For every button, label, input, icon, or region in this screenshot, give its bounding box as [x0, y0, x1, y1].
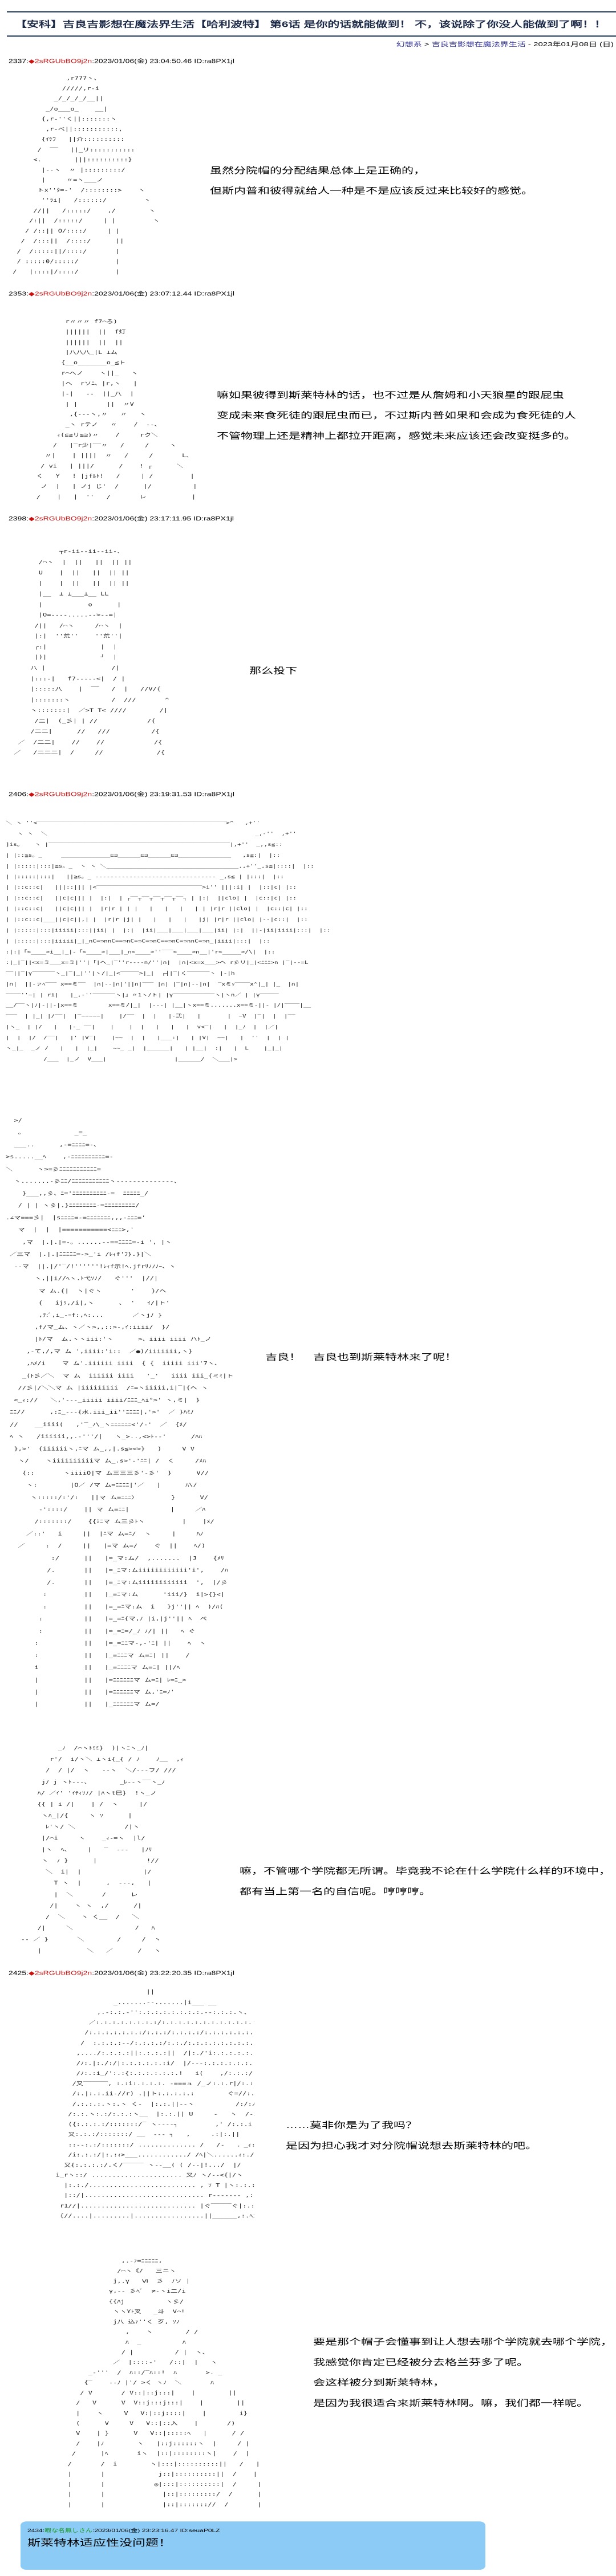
dialogue-text: 吉良！ 吉良也到斯莱特林来了呢！: [265, 1347, 457, 1368]
reader-reply-box: 2434:暇な名無しさん:2023/01/06(金) 23:23:16.47 I…: [21, 2521, 485, 2570]
reply-meta: :2023/01/06(金) 23:23:16.47 ID:seuaP0LZ: [92, 2528, 220, 2534]
post-meta: :2023/01/06(金) 23:22:20.35 ID:ra8PX1jl: [92, 1969, 235, 1976]
breadcrumb: 幻想系 > 吉良吉影想在魔法界生活 - 2023年01月08日 (日): [396, 40, 614, 48]
ascii-art-girl: || _.......‐‐.......|i___ __ ,.‐:.:.‐'':…: [55, 1989, 254, 2219]
reply-text: 斯莱特林适应性没问题！: [27, 2537, 172, 2548]
post-header: 2337:◆2sRGUbBO9j2n:2023/01/06(金) 23:04:5…: [9, 57, 234, 65]
ascii-art-kira-face: _ﾉ /⌒ヽﾄﾐﾐ} )|ヽﾆヽ_ﾉ| r'/ i/ヽ＼ ⊥ヽi{_{ / ﾉ …: [21, 1745, 184, 1954]
reply-author: 暇な名無しさん: [44, 2528, 93, 2534]
text-line: 我感觉你肯定已经被分去格兰芬多了呢。: [313, 2358, 529, 2367]
text-line: 嘛，不管哪个学院都无所谓。毕竟我不论在什么学院什么样的环境中，: [240, 1866, 611, 1876]
post-meta: :2023/01/06(金) 23:04:50.46 ID:ra8PX1jl: [92, 58, 235, 64]
post-trip: ◆2sRGUbBO9j2n: [29, 290, 92, 297]
post-number[interactable]: 2406:: [9, 791, 29, 797]
post-header: 2353:◆2sRGUbBO9j2n:2023/01/06(金) 23:07:1…: [9, 290, 234, 298]
ascii-art-witch: >/ 。 _=_ ___.. ,-=ﾆﾆﾆﾆ=-、 >s.....__ﾍ ,-ﾆ…: [6, 1117, 234, 1707]
ascii-art-great-hall: ＼ ヽ ''<‾‾‾‾‾‾‾‾‾‾‾‾‾‾‾‾‾‾‾‾‾‾‾‾‾‾‾‾‾‾‾‾‾…: [6, 820, 331, 1062]
post-trip: ◆2sRGUbBO9j2n: [29, 791, 92, 797]
dialogue-text: 那么投下: [249, 661, 297, 681]
text-line: 变成未来食死徒的跟屁虫而已，不过斯内普如果和会成为食死徒的人: [217, 411, 576, 421]
breadcrumb-category-link[interactable]: 幻想系: [396, 41, 422, 48]
post-number[interactable]: 2353:: [9, 290, 29, 297]
breadcrumb-date: - 2023年01月08日 (日): [525, 41, 614, 48]
text-line: 会这样被分到斯莱特林，: [313, 2378, 445, 2388]
post-trip: ◆2sRGUbBO9j2n: [29, 1969, 92, 1976]
post-header: 2425:◆2sRGUbBO9j2n:2023/01/06(金) 23:22:2…: [9, 1969, 234, 1977]
ascii-art-peter: r〃〃〃 f7⌒ろ) |||||| || f灯 |||||| || || |八八…: [36, 319, 197, 500]
dialogue-text: 虽然分院帽的分配结果总体上是正确的， 但斯内普和彼得就给人一种是不是应该反过来比较…: [210, 160, 533, 201]
post-number[interactable]: 2337:: [9, 58, 29, 64]
ascii-art-kira-standing: ,.‐ｧ=ﾆﾆﾆﾆﾆ, /⌒ヽ《/ 三ニヽ j,.γ Ⅵ 彡 ﾉソ | γ,‐‐…: [67, 2258, 262, 2508]
dialogue-text: 嘛如果彼得到斯莱特林的话，也不过是从詹姆和小天狼星的跟屁虫变成未来食死徒的跟屁虫…: [217, 385, 576, 446]
text-line: 但斯内普和彼得就给人一种是不是应该反过来比较好的感觉。: [210, 186, 533, 196]
breadcrumb-separator: >: [422, 41, 432, 48]
post-meta: :2023/01/06(金) 23:07:12.44 ID:ra8PX1jl: [92, 290, 235, 297]
ascii-art-hat-face: ┬r‐ii‐‐ii‐‐ii‐、 /⌒ヽ | || || || || U | ||…: [14, 548, 169, 756]
text-line: 那么投下: [249, 666, 297, 676]
post-trip: ◆2sRGUbBO9j2n: [29, 515, 92, 522]
post-number[interactable]: 2425:: [9, 1969, 29, 1976]
breadcrumb-series-link[interactable]: 吉良吉影想在魔法界生活: [431, 41, 526, 48]
dialogue-text: ……莫非你是为了我吗？ 是因为担心我才对分院帽说想去斯莱特林的吧。: [286, 2115, 537, 2156]
text-line: 吉良！ 吉良也到斯莱特林来了呢！: [265, 1353, 457, 1362]
dialogue-text: 要是那个帽子会懂事到让人想去哪个学院就去哪个学院， 我感觉你肯定已经被分去格兰芬多…: [313, 2332, 613, 2414]
reply-header: 2434:暇な名無しさん:2023/01/06(金) 23:23:16.47 I…: [27, 2527, 220, 2534]
page-title: 【安科】吉良吉影想在魔法界生活【哈利波特】 第6话 是你的话就能做到！ 不，该说…: [15, 20, 607, 30]
text-line: 不管物理上还是精神上都拉开距离，感觉未来应该还会改变挺多的。: [217, 431, 576, 441]
post-trip: ◆2sRGUbBO9j2n: [29, 58, 92, 64]
text-line: 虽然分院帽的分配结果总体上是正确的，: [210, 166, 425, 176]
post-meta: :2023/01/06(金) 23:17:11.95 ID:ra8PX1jl: [92, 515, 234, 522]
post-header: 2398:◆2sRGUbBO9j2n:2023/01/06(金) 23:17:1…: [9, 514, 234, 522]
thread-title-bar: 【安科】吉良吉影想在魔法界生活【哈利波特】 第6话 是你的话就能做到！ 不，该说…: [7, 11, 616, 37]
text-line: 都有当上第一名的自信呢。哼哼哼。: [240, 1887, 431, 1897]
post-header: 2406:◆2sRGUbBO9j2n:2023/01/06(金) 23:19:3…: [9, 790, 234, 798]
text-line: 要是那个帽子会懂事到让人想去哪个学院就去哪个学院，: [313, 2337, 613, 2347]
post-number[interactable]: 2398:: [9, 515, 29, 522]
dialogue-text: 嘛，不管哪个学院都无所谓。毕竟我不论在什么学院什么样的环境中， 都有当上第一名的自…: [240, 1861, 611, 1902]
reply-number[interactable]: 2434:: [27, 2528, 45, 2534]
text-line: 是因为我很适合来斯莱特林啊。嘛，我们都一样呢。: [313, 2398, 589, 2408]
text-line: 是因为担心我才对分院帽说想去斯莱特林的吧。: [286, 2141, 537, 2151]
post-meta: :2023/01/06(金) 23:19:31.53 ID:ra8PX1jl: [92, 791, 235, 797]
text-line: ……莫非你是为了我吗？: [286, 2121, 418, 2130]
ascii-art-snape: ,r777ヽ、 /////,r‐i _/_/_/_/__|| _/o___o_ …: [13, 75, 160, 275]
text-line: 嘛如果彼得到斯莱特林的话，也不过是从詹姆和小天狼星的跟屁虫: [217, 390, 564, 400]
